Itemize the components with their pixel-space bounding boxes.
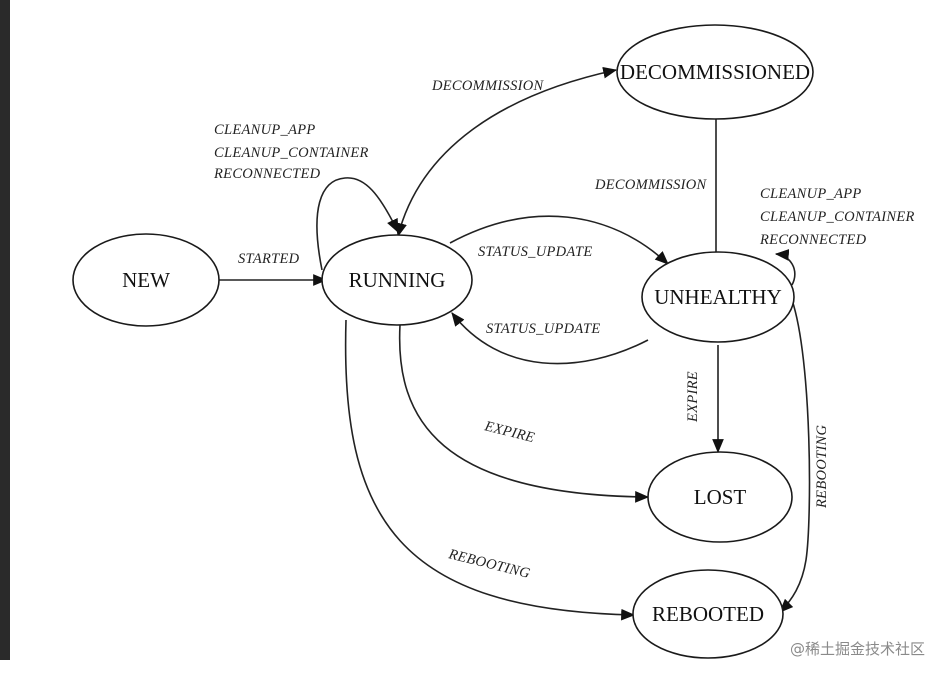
label-running-decommission: DECOMMISSION bbox=[431, 78, 545, 94]
left-frame-edge bbox=[0, 0, 10, 680]
state-new-label: NEW bbox=[122, 268, 170, 292]
label-running-self-3: RECONNECTED bbox=[213, 166, 321, 182]
state-running: RUNNING bbox=[321, 234, 473, 326]
label-running-status-update: STATUS_UPDATE bbox=[478, 244, 593, 260]
state-decommissioned-label: DECOMMISSIONED bbox=[620, 60, 810, 84]
edge-unhealthy-self bbox=[774, 249, 796, 286]
label-unhealthy-self-2: CLEANUP_CONTAINER bbox=[760, 209, 915, 225]
bottom-margin bbox=[0, 660, 947, 680]
edge-unhealthy-rebooted bbox=[779, 299, 811, 613]
edge-running-decommissioned bbox=[395, 67, 618, 238]
watermark: @稀土掘金技术社区 bbox=[789, 640, 925, 658]
state-diagram: NEW RUNNING DECOMMISSIONED UNHEALTHY LOS… bbox=[72, 24, 915, 659]
state-rebooted-label: REBOOTED bbox=[652, 602, 764, 626]
state-new: NEW bbox=[72, 233, 220, 327]
label-running-self-1: CLEANUP_APP bbox=[214, 122, 316, 138]
state-decommissioned: DECOMMISSIONED bbox=[616, 24, 814, 120]
edge-running-self bbox=[316, 177, 399, 271]
label-unhealthy-expire: EXPIRE bbox=[685, 371, 701, 423]
label-unhealthy-self-1: CLEANUP_APP bbox=[760, 186, 862, 202]
label-started: STARTED bbox=[238, 251, 300, 267]
state-lost-label: LOST bbox=[694, 485, 747, 509]
label-unhealthy-self-3: RECONNECTED bbox=[759, 232, 867, 248]
state-rebooted: REBOOTED bbox=[632, 569, 784, 659]
state-lost: LOST bbox=[647, 451, 793, 543]
state-unhealthy: UNHEALTHY bbox=[641, 251, 795, 343]
edge-running-unhealthy bbox=[449, 215, 669, 265]
edge-running-rebooted bbox=[344, 319, 636, 621]
label-unhealthy-status-update: STATUS_UPDATE bbox=[486, 321, 601, 337]
label-unhealthy-rebooting: REBOOTING bbox=[814, 425, 830, 509]
label-running-rebooting: REBOOTING bbox=[446, 546, 532, 582]
state-running-label: RUNNING bbox=[349, 268, 446, 292]
state-unhealthy-label: UNHEALTHY bbox=[654, 285, 782, 309]
label-running-expire: EXPIRE bbox=[482, 418, 536, 446]
edge-running-lost bbox=[398, 324, 650, 503]
label-unhealthy-decommission: DECOMMISSION bbox=[594, 177, 708, 193]
label-running-self-2: CLEANUP_CONTAINER bbox=[214, 145, 369, 161]
edge-unhealthy-running bbox=[451, 312, 649, 365]
